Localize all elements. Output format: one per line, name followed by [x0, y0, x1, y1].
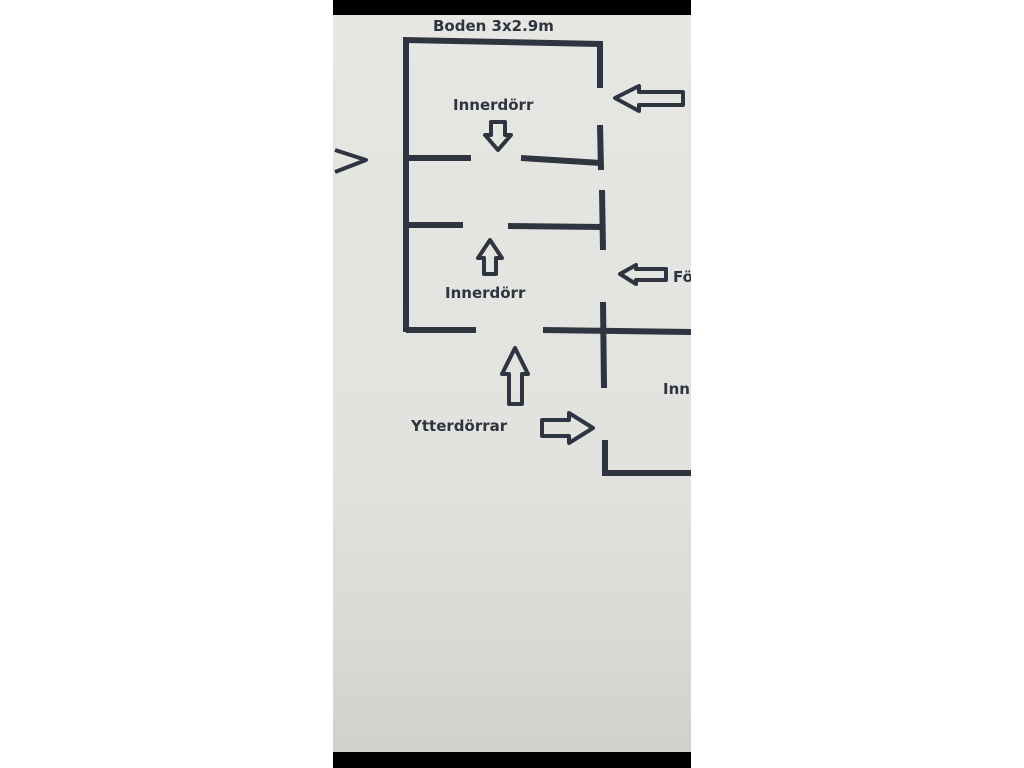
bottom-wall-right — [542, 327, 691, 335]
label-partial-right-1: Fö — [673, 268, 691, 286]
arrow-up-large-icon — [500, 346, 530, 406]
right-wall-mid — [599, 189, 606, 251]
arrow-down-icon — [483, 120, 513, 152]
top-black-bar — [333, 0, 691, 15]
bottom-black-bar — [333, 752, 691, 768]
right-wall-lower — [600, 301, 607, 389]
label-inner-door-top: Innerdörr — [453, 96, 534, 114]
label-outer-doors: Ytterdörrar — [410, 417, 508, 435]
arrow-right-icon — [540, 411, 595, 445]
outer-wall-top — [403, 36, 603, 332]
partial-arrow-icon — [334, 148, 368, 174]
label-inner-door-middle: Innerdörr — [445, 284, 526, 302]
arrow-up-icon — [476, 238, 504, 276]
plan-heading: Boden 3x2.9m — [433, 17, 554, 35]
wall-2-right — [507, 223, 604, 230]
arrows — [334, 84, 685, 445]
arrow-left-small-icon — [618, 263, 668, 286]
wall-1-right — [520, 155, 602, 166]
arrow-left-icon — [613, 84, 685, 113]
walls — [403, 36, 691, 476]
floor-plan-photo: Boden 3x2.9m Innerdörr Innerdörr Yt — [333, 0, 691, 768]
floor-plan-drawing: Boden 3x2.9m Innerdörr Innerdörr Yt — [334, 17, 691, 476]
label-partial-right-2: Inn — [663, 380, 690, 398]
